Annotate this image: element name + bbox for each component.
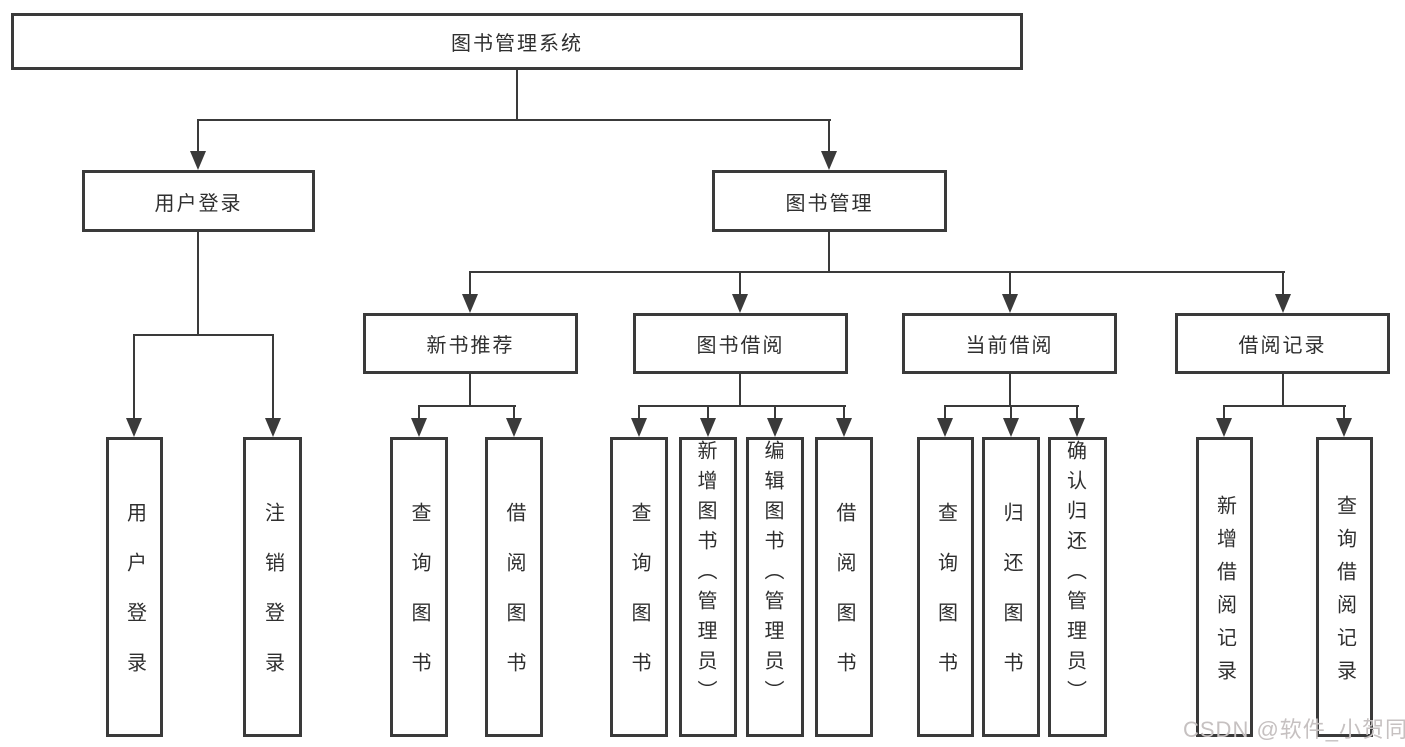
leaf-edit-books-admin: 编辑图书（管理员） — [746, 437, 804, 737]
leaf-confirm-return-admin: 确认归还（管理员） — [1048, 437, 1107, 737]
connector-line — [133, 334, 274, 336]
leaf-add-books-admin: 新增图书（管理员） — [679, 437, 737, 737]
arrow-down-icon — [836, 418, 852, 437]
arrow-down-icon — [126, 418, 142, 437]
connector-line — [197, 119, 199, 153]
arrow-down-icon — [732, 294, 748, 313]
node-user-login: 用户登录 — [82, 170, 315, 232]
connector-line — [469, 374, 471, 407]
arrow-down-icon — [700, 418, 716, 437]
leaf-user-login: 用户登录 — [106, 437, 163, 737]
connector-line — [133, 334, 135, 420]
connector-line — [828, 232, 830, 273]
connector-line — [739, 271, 741, 297]
connector-line — [1223, 405, 1225, 420]
arrow-down-icon — [265, 418, 281, 437]
connector-line — [418, 405, 420, 420]
connector-line — [1009, 374, 1011, 407]
connector-line — [638, 405, 640, 420]
arrow-down-icon — [937, 418, 953, 437]
connector-line — [638, 405, 846, 407]
connector-line — [469, 271, 471, 297]
connector-line — [197, 232, 199, 336]
connector-line — [469, 271, 1285, 273]
leaf-borrow-books-recommend: 借阅图书 — [485, 437, 543, 737]
leaf-return-books: 归还图书 — [982, 437, 1040, 737]
connector-line — [1009, 271, 1011, 297]
connector-line — [944, 405, 946, 420]
leaf-query-books-borrow: 查询图书 — [610, 437, 668, 737]
connector-line — [272, 334, 274, 420]
node-book-management: 图书管理 — [712, 170, 947, 232]
leaf-borrow-books: 借阅图书 — [815, 437, 873, 737]
leaf-query-books-current: 查询图书 — [917, 437, 974, 737]
arrow-down-icon — [1336, 418, 1352, 437]
connector-line — [707, 405, 709, 420]
leaf-logout-login: 注销登录 — [243, 437, 302, 737]
arrow-down-icon — [631, 418, 647, 437]
arrow-down-icon — [767, 418, 783, 437]
arrow-down-icon — [1275, 294, 1291, 313]
connector-line — [739, 374, 741, 407]
connector-line — [1010, 405, 1012, 420]
arrow-down-icon — [411, 418, 427, 437]
node-book-borrow: 图书借阅 — [633, 313, 848, 374]
watermark: CSDN @软件_小贺同学 — [1183, 717, 1405, 742]
arrow-down-icon — [506, 418, 522, 437]
connector-line — [418, 405, 516, 407]
connector-line — [828, 119, 830, 153]
connector-line — [843, 405, 845, 420]
leaf-add-borrow-record: 新增借阅记录 — [1196, 437, 1253, 737]
connector-line — [197, 119, 831, 121]
connector-line — [774, 405, 776, 420]
connector-line — [1223, 405, 1346, 407]
node-current-borrow: 当前借阅 — [902, 313, 1117, 374]
arrow-down-icon — [1002, 294, 1018, 313]
node-library-management-system: 图书管理系统 — [11, 13, 1023, 70]
leaf-query-books-recommend: 查询图书 — [390, 437, 448, 737]
arrow-down-icon — [462, 294, 478, 313]
connector-line — [516, 70, 518, 121]
connector-line — [513, 405, 515, 420]
arrow-down-icon — [1003, 418, 1019, 437]
connector-line — [1282, 374, 1284, 407]
node-borrow-records: 借阅记录 — [1175, 313, 1390, 374]
arrow-down-icon — [190, 151, 206, 170]
connector-line — [1343, 405, 1345, 420]
arrow-down-icon — [1069, 418, 1085, 437]
connector-line — [1076, 405, 1078, 420]
arrow-down-icon — [1216, 418, 1232, 437]
node-new-book-recommend: 新书推荐 — [363, 313, 578, 374]
arrow-down-icon — [821, 151, 837, 170]
connector-line — [1282, 271, 1284, 297]
leaf-query-borrow-record: 查询借阅记录 — [1316, 437, 1373, 737]
